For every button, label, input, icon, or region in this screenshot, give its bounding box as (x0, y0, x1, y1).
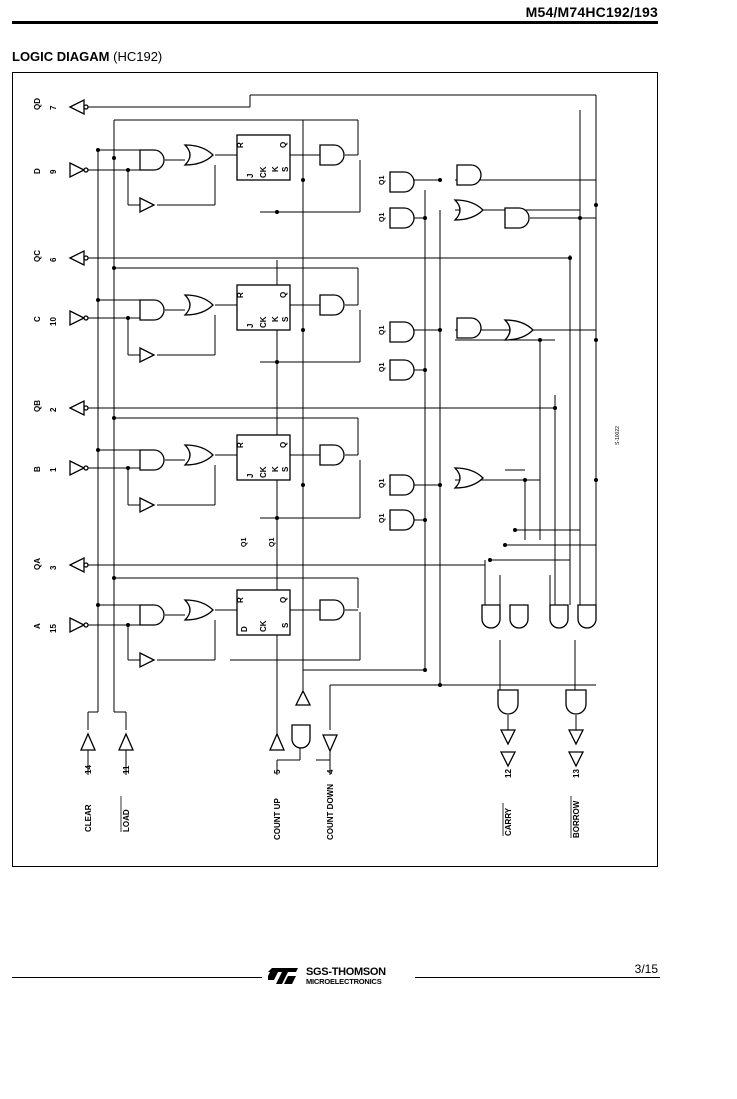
ff1-q: Q (279, 142, 288, 148)
output-qa-pin: 3 (49, 565, 58, 570)
st-logo-icon (266, 968, 298, 984)
output-qb-pin: 2 (49, 407, 58, 412)
ff1-s: S (281, 166, 290, 172)
output-qd-label: QD (33, 98, 42, 110)
footer-rule-left (12, 977, 262, 978)
output-qb-label: QB (33, 400, 42, 412)
ff3-s: S (281, 466, 290, 472)
carry-label: CARRY (504, 807, 513, 836)
input-c-label: C (33, 316, 42, 322)
borrow-label: BORROW (572, 800, 581, 838)
clear-label: CLEAR (84, 804, 93, 832)
ff2-r: R (236, 292, 245, 298)
input-a-pin: 15 (49, 624, 58, 633)
ff3-r: R (236, 442, 245, 448)
ff4-d: D (240, 626, 249, 632)
clear-pin: 14 (84, 765, 93, 774)
ff3-j: J (246, 474, 255, 478)
q1-tap-top: Q1 (241, 538, 248, 547)
ff1-k: K (271, 166, 280, 172)
ff1-j: J (246, 174, 255, 178)
ff4-s: S (281, 622, 290, 628)
output-qc-pin: 6 (49, 257, 58, 262)
q1bar-tap-top: Q1 (269, 538, 276, 547)
sgs-thomson-logo: SGS-THOMSON MICROELECTRONICS (266, 966, 408, 988)
footer-rule-right (415, 977, 660, 978)
ff3-q: Q (279, 442, 288, 448)
ff1-ck: CK (259, 166, 268, 178)
ff4-ck: CK (259, 620, 268, 632)
ff4-q: Q (279, 597, 288, 603)
part-number: M54/M74HC192/193 (525, 4, 658, 20)
input-d-label: D (33, 168, 42, 174)
output-qc-label: QC (33, 250, 42, 262)
count-up-pin: 5 (273, 769, 282, 774)
load-label: LOAD (122, 809, 131, 832)
q1-tap-3: Q1 (379, 479, 386, 488)
header-rule (12, 21, 658, 24)
ff2-j: J (246, 324, 255, 328)
carry-pin: 12 (504, 769, 513, 778)
ff2-q: Q (279, 292, 288, 298)
count-down-label: COUNT DOWN (326, 784, 335, 840)
ff1-r: R (236, 142, 245, 148)
logo-line-2: MICROELECTRONICS (306, 977, 382, 986)
ff2-s: S (281, 316, 290, 322)
ff3-ck: CK (259, 466, 268, 478)
output-qa-label: QA (33, 558, 42, 570)
diagram-title-main: LOGIC DIAGAM (12, 49, 110, 64)
output-qd-pin: 7 (49, 105, 58, 110)
input-b-pin: 1 (49, 467, 58, 472)
count-up-label: COUNT UP (273, 798, 282, 840)
input-b-label: B (33, 466, 42, 472)
ff3-k: K (271, 466, 280, 472)
logo-line-1: SGS-THOMSON (306, 966, 386, 978)
diagram-frame (12, 72, 658, 867)
ff2-k: K (271, 316, 280, 322)
q1bar-tap-2: Q1 (379, 326, 386, 335)
input-a-label: A (33, 623, 42, 629)
borrow-pin: 13 (572, 769, 581, 778)
ff4-r: R (236, 597, 245, 603)
diagram-ref-code: S-10022 (615, 426, 621, 445)
page-number: 3/15 (634, 962, 658, 976)
diagram-title-note: (HC192) (113, 49, 163, 64)
q1-tap-2: Q1 (379, 363, 386, 372)
q1-tap-4: Q1 (379, 514, 386, 523)
diagram-title: LOGIC DIAGAM (HC192) (12, 49, 162, 64)
ff2-ck: CK (259, 316, 268, 328)
count-down-pin: 4 (326, 769, 335, 774)
q1bar-tap-1: Q1 (379, 176, 386, 185)
load-pin: 11 (122, 765, 131, 774)
input-d-pin: 9 (49, 169, 58, 174)
input-c-pin: 10 (49, 317, 58, 326)
q1-tap-1: Q1 (379, 213, 386, 222)
